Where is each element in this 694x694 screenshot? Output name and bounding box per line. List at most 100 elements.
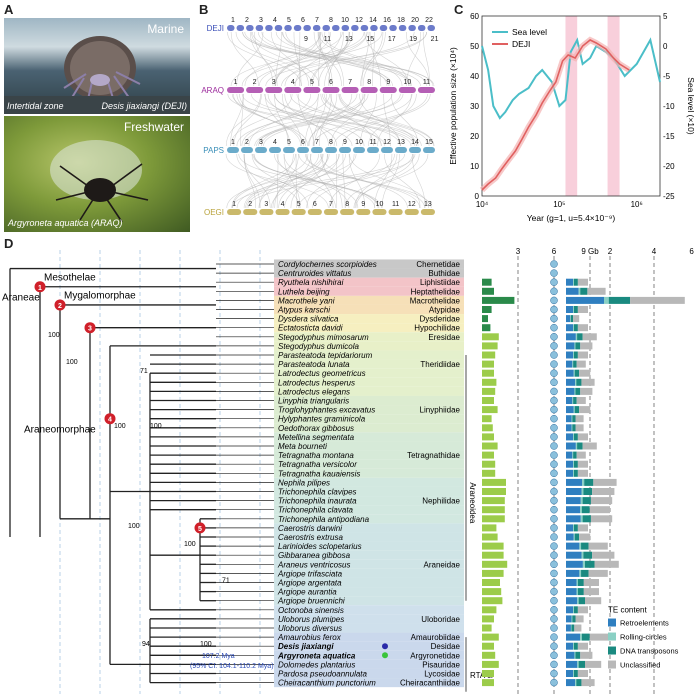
chromosome-bar xyxy=(236,25,245,31)
synteny-link xyxy=(354,153,398,209)
chromosome-label: 11 xyxy=(423,79,430,86)
clade-araneoidea: Araneoidea xyxy=(468,482,477,523)
family-label: Eresidae xyxy=(428,333,460,342)
te-segment xyxy=(574,533,580,541)
synteny-link xyxy=(317,31,321,87)
busco-pie xyxy=(550,496,558,505)
node-marker xyxy=(104,413,116,425)
genome-size-bar xyxy=(482,397,494,404)
te-segment xyxy=(577,660,579,668)
freshwater-dot xyxy=(382,652,388,659)
te-segment xyxy=(566,306,574,313)
species-label: Araneus ventricosus xyxy=(277,560,350,569)
te-segment xyxy=(577,333,583,341)
te-segment xyxy=(573,278,574,286)
genome-size-bar xyxy=(482,433,494,441)
chromosome-label: 15 xyxy=(366,36,374,43)
te-segment xyxy=(580,497,583,505)
te-segment xyxy=(587,287,606,295)
chromosome-label: 3 xyxy=(259,17,263,24)
chromosome-label: 4 xyxy=(291,79,295,86)
family-band xyxy=(274,514,464,524)
busco-pie xyxy=(550,660,558,669)
chromosome-bar xyxy=(227,147,239,153)
synteny-link xyxy=(243,153,257,209)
busco-pie xyxy=(550,651,558,660)
te-segment xyxy=(590,515,613,523)
species-label: Tetragnatha kauaiensis xyxy=(278,469,360,478)
family-band xyxy=(274,577,464,588)
species-label: Trichonephila clavata xyxy=(278,506,354,515)
chromosome-label: 7 xyxy=(315,17,319,24)
genome-size-bar xyxy=(482,624,492,632)
synteny-link xyxy=(362,31,386,87)
chromosome-label: 9 xyxy=(343,139,347,146)
te-segment xyxy=(581,633,590,641)
chromosome-bar xyxy=(227,209,242,215)
y-left-tick: 10 xyxy=(470,162,479,171)
chromosome-label: 11 xyxy=(324,36,331,43)
family-band xyxy=(274,523,464,533)
chromosome-label: 6 xyxy=(329,79,333,86)
genome-size-bar xyxy=(482,597,503,605)
x-tick: 10⁴ xyxy=(476,200,489,209)
te-segment xyxy=(576,378,582,386)
chromosome-bar xyxy=(427,25,435,31)
te-segment xyxy=(566,442,576,450)
chromosome-label: 7 xyxy=(348,79,352,86)
chromosome-label: 17 xyxy=(388,36,396,43)
genome-label-araq: ARAQ xyxy=(201,86,224,95)
te-segment xyxy=(581,378,595,386)
te-segment xyxy=(588,569,608,577)
te-legend-swatch xyxy=(608,646,616,655)
support-value: 100 xyxy=(128,523,140,530)
te-segment xyxy=(566,333,576,341)
chromosome-bar xyxy=(283,147,295,153)
chromosome-label: 15 xyxy=(425,139,433,146)
te-segment xyxy=(583,588,599,596)
species-label: Octonoba sinensis xyxy=(278,606,344,615)
te-segment xyxy=(590,497,613,505)
te-segment xyxy=(583,579,599,586)
busco-pie xyxy=(550,378,558,387)
chromosome-bar xyxy=(408,25,416,31)
family-band xyxy=(274,632,464,642)
support-value: 71 xyxy=(140,368,148,375)
species-label: Larinioides sclopetarius xyxy=(278,542,362,551)
busco-pie xyxy=(550,533,558,541)
species-label: Troglohyphantes excavatus xyxy=(278,406,375,415)
te-segment xyxy=(630,296,685,304)
te-segment xyxy=(573,469,574,477)
family-band xyxy=(274,314,464,324)
chromosome-label: 8 xyxy=(329,139,333,146)
te-segment xyxy=(577,460,588,468)
sea-urchin-spider-illustration xyxy=(4,36,190,114)
te-segment xyxy=(573,360,577,368)
te-segment xyxy=(573,524,578,532)
species-label: Trichonephila inaurata xyxy=(278,497,357,506)
chromosome-label: 12 xyxy=(383,139,391,146)
family-label: Theridiidae xyxy=(420,360,460,369)
y-left-tick: 30 xyxy=(470,102,479,111)
busco-pie xyxy=(550,323,558,332)
busco-pie xyxy=(550,615,558,623)
marine-tag: Marine xyxy=(147,22,184,36)
te-segment xyxy=(577,579,584,586)
family-band xyxy=(274,605,464,615)
synteny-link xyxy=(264,93,365,147)
species-label: Argiope argentata xyxy=(277,579,342,588)
freshwater-tag: Freshwater xyxy=(123,120,184,134)
synteny-link xyxy=(251,31,393,87)
genome-size-bar xyxy=(482,315,488,323)
synteny-link xyxy=(231,153,406,209)
te-segment xyxy=(573,397,577,404)
te-segment xyxy=(574,406,580,414)
te-segment xyxy=(578,597,586,605)
deji-line xyxy=(481,39,630,191)
busco-pie xyxy=(550,369,558,377)
support-value: 100 xyxy=(150,423,162,430)
busco-pie xyxy=(550,287,558,296)
te-segment xyxy=(573,306,578,313)
te-segment xyxy=(573,315,580,323)
synteny-link xyxy=(225,153,329,209)
